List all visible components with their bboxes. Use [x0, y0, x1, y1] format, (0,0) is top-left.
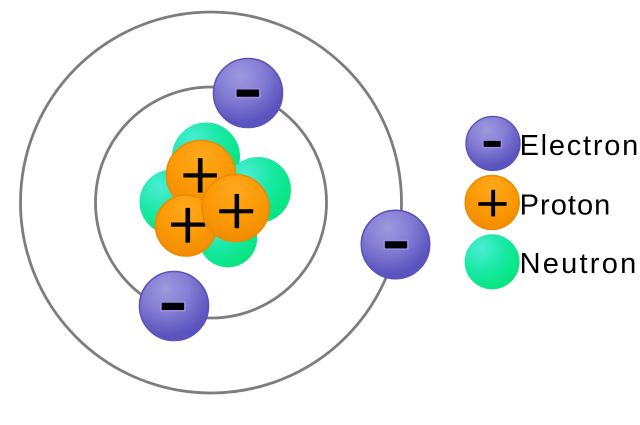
- svg-text:Proton: Proton: [520, 190, 612, 222]
- svg-text:Neutron: Neutron: [520, 248, 639, 280]
- svg-text:Electron: Electron: [520, 130, 640, 162]
